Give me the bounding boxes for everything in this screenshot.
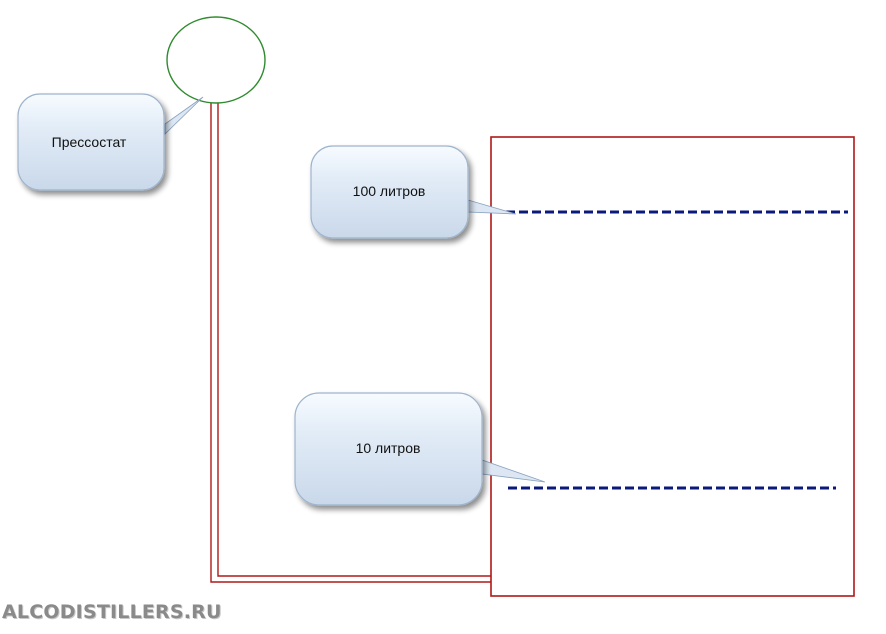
callout-level-10: 10 литров: [294, 392, 546, 506]
callout-pointer: [467, 199, 517, 215]
callout-label: 100 литров: [353, 183, 426, 199]
callout-label: 10 литров: [356, 440, 421, 456]
callout-level-100: 100 литров: [310, 145, 517, 239]
pressure-sensor: [166, 16, 266, 104]
callout-pressostat: Прессостат: [17, 93, 204, 191]
callout-pointer: [164, 96, 204, 135]
tank-outline: [490, 136, 855, 597]
callout-label: Прессостат: [52, 134, 127, 150]
watermark-text: ALCODISTILLERS.RU: [2, 601, 222, 623]
pressure-pipe: [210, 102, 491, 583]
